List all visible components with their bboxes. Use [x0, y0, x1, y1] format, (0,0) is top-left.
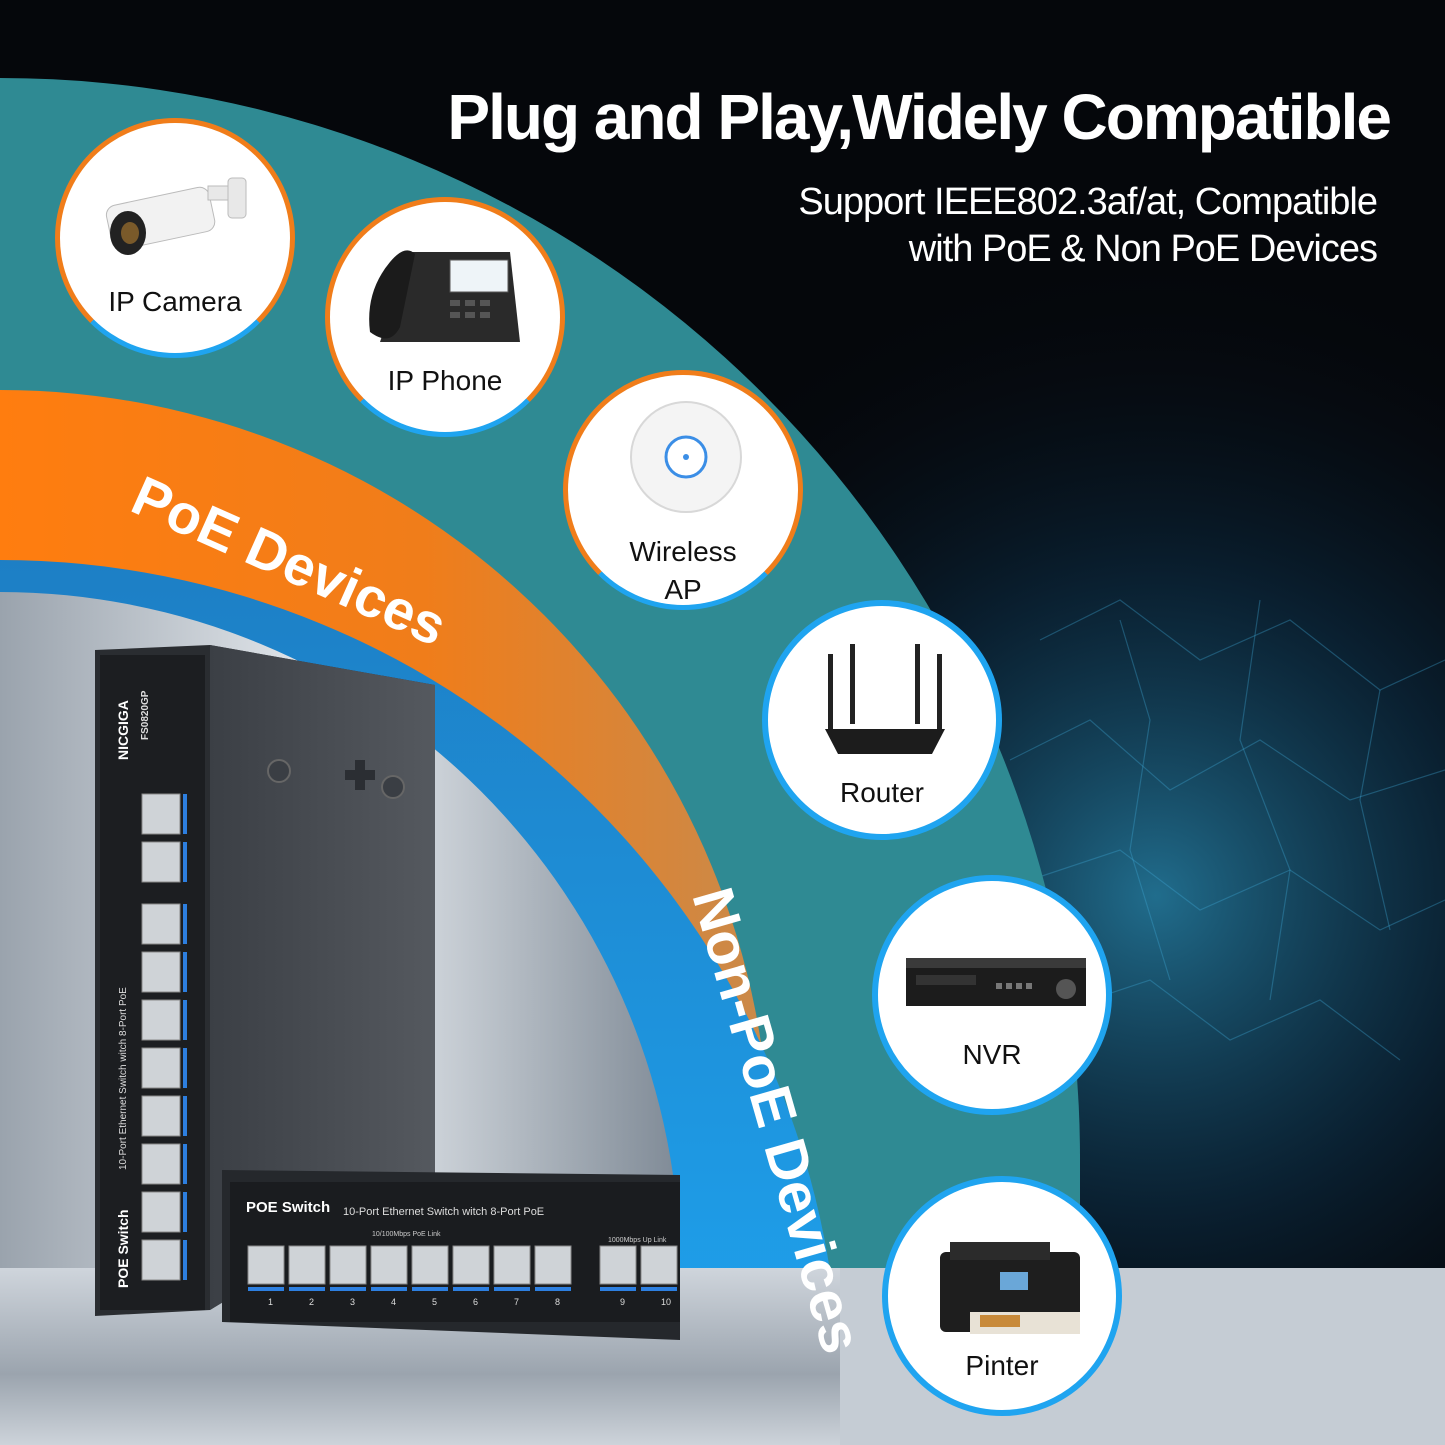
switch-desc-horizontal: 10-Port Ethernet Switch witch 8-Port PoE — [343, 1206, 544, 1218]
nvr-icon — [906, 958, 1086, 1006]
port-link-bar — [183, 952, 187, 992]
horizontal-ports: 1 2 3 4 5 6 7 8 9 10 — [247, 1245, 678, 1307]
port-number: 2 — [309, 1297, 314, 1307]
ethernet-port — [141, 1095, 181, 1137]
vertical-ports — [141, 793, 187, 1281]
ethernet-port — [141, 1239, 181, 1281]
subline-1: Support IEEE802.3af/at, Compatible — [798, 181, 1378, 223]
ethernet-port — [411, 1245, 449, 1285]
port-link-bar — [600, 1287, 636, 1291]
port-number: 4 — [391, 1297, 396, 1307]
device-ip-camera: IP Camera — [55, 118, 295, 358]
port-link-bar — [371, 1287, 407, 1291]
ethernet-port — [370, 1245, 408, 1285]
phone-icon — [369, 250, 520, 342]
port-link-bar — [183, 904, 187, 944]
port-link-bar — [412, 1287, 448, 1291]
port-number: 8 — [555, 1297, 560, 1307]
switch-title-vertical: POE Switch — [115, 1209, 131, 1288]
port-link-bar — [183, 1192, 187, 1232]
ethernet-port — [141, 1143, 181, 1185]
camera-icon — [105, 177, 247, 255]
switch-title-horizontal: POE Switch — [246, 1199, 330, 1216]
device-printer: Pinter — [882, 1176, 1122, 1416]
ethernet-port — [141, 1191, 181, 1233]
port-link-bar — [183, 1048, 187, 1088]
port-link-bar — [641, 1287, 677, 1291]
switch-desc-vertical: 10-Port Ethernet Switch witch 8-Port PoE — [118, 987, 129, 1170]
ethernet-port — [141, 793, 181, 835]
ethernet-port — [534, 1245, 572, 1285]
device-label-line2: AP — [664, 574, 702, 605]
ethernet-port — [493, 1245, 531, 1285]
port-link-bar — [453, 1287, 489, 1291]
uplink-label: 1000Mbps Up Link — [608, 1237, 667, 1244]
device-router: Router — [762, 600, 1002, 840]
switch-model: FS0820GP — [140, 690, 151, 740]
port-number: 9 — [620, 1297, 625, 1307]
port-link-bar — [183, 1144, 187, 1184]
port-link-bar — [183, 1000, 187, 1040]
port-link-bar — [183, 842, 187, 882]
port-link-bar — [183, 1240, 187, 1280]
device-label: IP Phone — [387, 365, 503, 396]
ethernet-port — [247, 1245, 285, 1285]
port-number: 3 — [350, 1297, 355, 1307]
ethernet-port — [141, 841, 181, 883]
port-number: 6 — [473, 1297, 478, 1307]
port-link-bar — [494, 1287, 530, 1291]
device-nvr: NVR — [872, 875, 1112, 1115]
ethernet-port — [640, 1245, 678, 1285]
access-point-icon — [630, 401, 742, 513]
device-label: Router — [839, 777, 925, 808]
port-link-bar — [535, 1287, 571, 1291]
ethernet-port — [141, 951, 181, 993]
device-ip-phone: IP Phone — [325, 197, 565, 437]
port-number: 5 — [432, 1297, 437, 1307]
port-link-bar — [183, 794, 187, 834]
ethernet-port — [288, 1245, 326, 1285]
port-link-bar — [183, 1096, 187, 1136]
ethernet-port — [141, 903, 181, 945]
port-link-bar — [289, 1287, 325, 1291]
ethernet-port — [141, 999, 181, 1041]
poe-link-label: 10/100Mbps PoE Link — [372, 1231, 441, 1238]
device-label: Wireless — [629, 536, 737, 567]
printer-icon — [940, 1242, 1080, 1334]
switch-brand: NICGIGA — [115, 700, 131, 760]
ethernet-port — [599, 1245, 637, 1285]
ethernet-port — [141, 1047, 181, 1089]
device-label: NVR — [962, 1039, 1022, 1070]
device-label: Pinter — [965, 1350, 1039, 1381]
ethernet-port — [329, 1245, 367, 1285]
subline-2: with PoE & Non PoE Devices — [908, 228, 1378, 270]
headline: Plug and Play,Widely Compatible — [447, 81, 1392, 153]
device-wireless-ap: Wireless AP — [563, 370, 803, 610]
device-label: IP Camera — [108, 286, 242, 317]
port-number: 1 — [268, 1297, 273, 1307]
port-number: 10 — [661, 1297, 671, 1307]
router-icon — [825, 644, 945, 754]
port-link-bar — [330, 1287, 366, 1291]
port-number: 7 — [514, 1297, 519, 1307]
port-link-bar — [248, 1287, 284, 1291]
ethernet-port — [452, 1245, 490, 1285]
